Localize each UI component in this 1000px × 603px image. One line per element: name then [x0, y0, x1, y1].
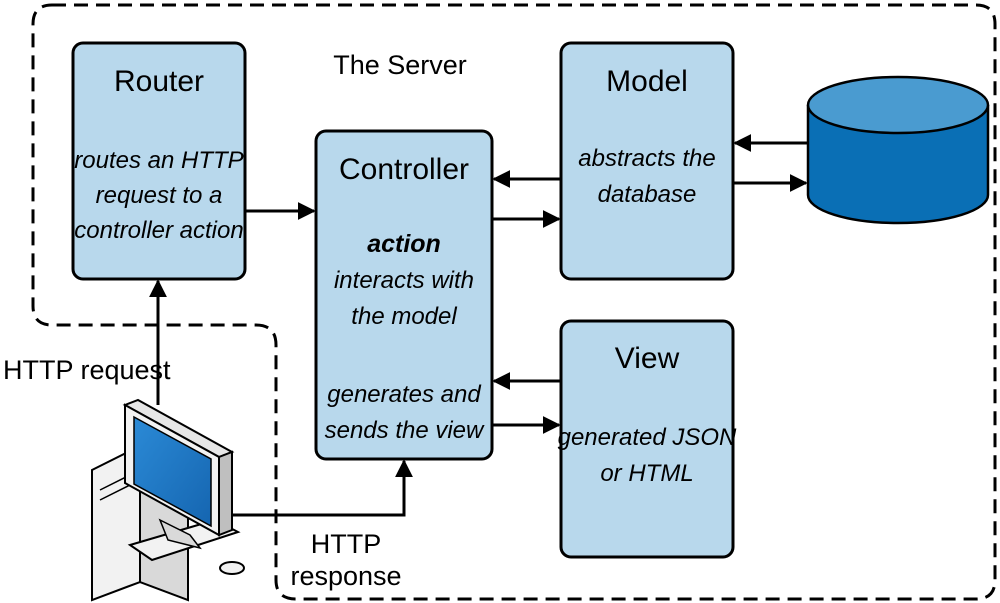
http-request-label: HTTP request: [3, 355, 171, 385]
view-desc-line: or HTML: [600, 460, 693, 487]
model-desc-line: abstracts the: [578, 145, 715, 172]
server-label: The Server: [333, 50, 467, 80]
model-box: Model abstracts the database: [559, 41, 735, 281]
model-title: Model: [606, 65, 688, 98]
controller-desc-line: sends the view: [325, 417, 485, 444]
router-title: Router: [114, 65, 204, 98]
controller-desc-line: the model: [351, 303, 457, 330]
router-desc-line: request to a: [96, 182, 223, 209]
router-desc-line: controller action: [74, 217, 243, 244]
computer-icon: [91, 398, 245, 602]
view-box: View generated JSON or HTML: [558, 319, 737, 559]
view-title: View: [615, 342, 680, 375]
controller-title: Controller: [339, 153, 469, 186]
http-response-label: HTTP: [311, 529, 382, 559]
arrow-response-to-controller: [230, 459, 413, 517]
database-icon: [806, 75, 990, 225]
view-desc-line: generated JSON: [558, 424, 737, 451]
router-box: Router routes an HTTP request to a contr…: [71, 41, 247, 281]
controller-desc-line: generates and: [327, 381, 481, 408]
controller-action-label: action: [367, 230, 441, 258]
http-response-label: response: [290, 561, 401, 591]
model-desc-line: database: [598, 181, 697, 208]
router-desc-line: routes an HTTP: [74, 147, 243, 174]
controller-box: Controller action interacts with the mod…: [314, 129, 494, 461]
controller-desc-line: interacts with: [334, 267, 474, 294]
server-boundary: [31, 3, 997, 601]
